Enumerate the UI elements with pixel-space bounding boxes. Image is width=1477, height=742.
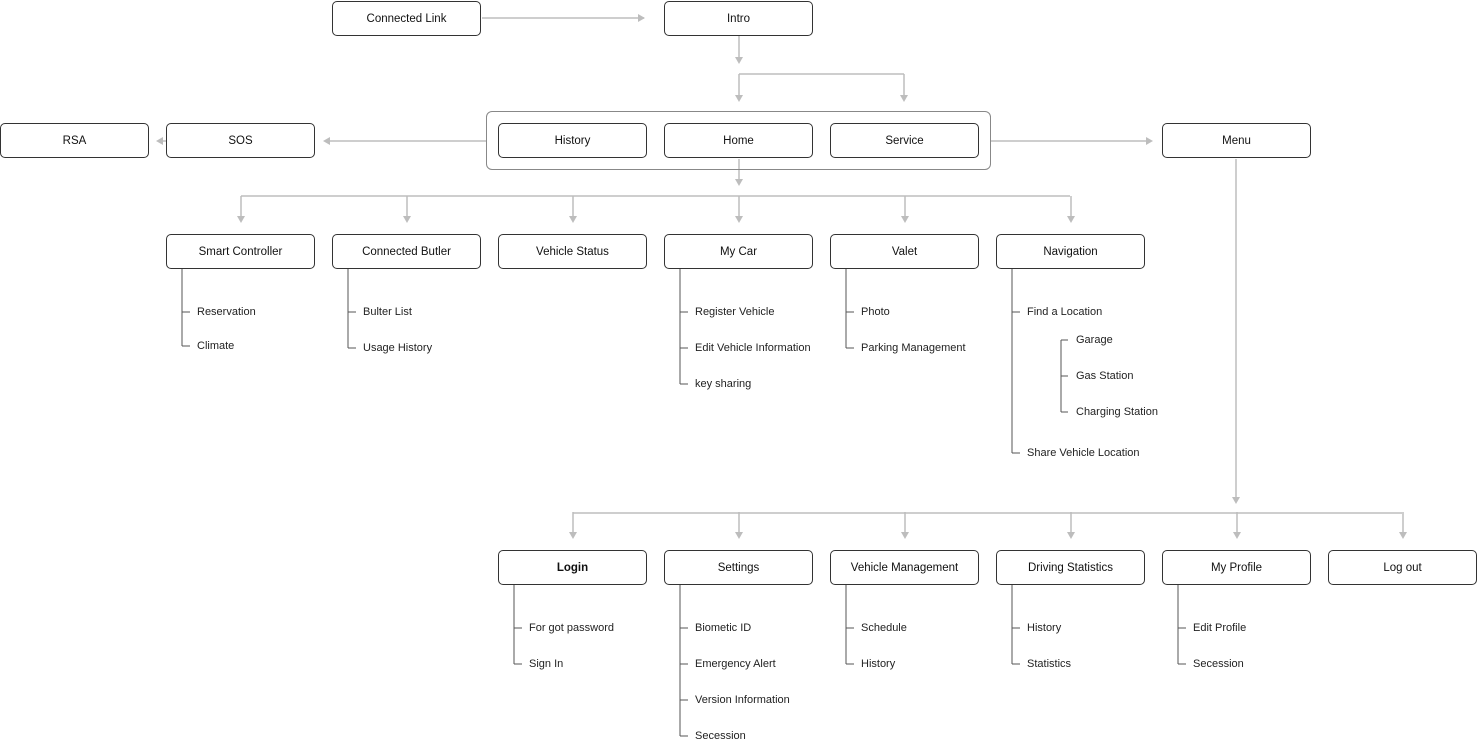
- arrow-head-icon: [735, 95, 743, 102]
- home-child-vehicle-status[interactable]: Vehicle Status: [498, 234, 647, 269]
- arrow-head-icon: [323, 137, 330, 145]
- sitemap-item[interactable]: History: [861, 658, 896, 670]
- arrow-head-icon: [1232, 497, 1240, 504]
- home-child-navigation[interactable]: Navigation: [996, 234, 1145, 269]
- sitemap-item[interactable]: Schedule: [861, 622, 907, 634]
- arrow-head-icon: [1233, 532, 1241, 539]
- sitemap-item[interactable]: Climate: [197, 340, 235, 352]
- connected-link-node[interactable]: Connected Link: [332, 1, 481, 36]
- arrow-head-icon: [901, 216, 909, 223]
- arrow-head-icon: [1399, 532, 1407, 539]
- sitemap-item[interactable]: Find a Location: [1027, 306, 1103, 318]
- menu-child-my-profile[interactable]: My Profile: [1162, 550, 1311, 585]
- intro-node[interactable]: Intro: [664, 1, 813, 36]
- sitemap-item[interactable]: key sharing: [695, 378, 752, 390]
- arrow-head-icon: [900, 95, 908, 102]
- sitemap-item[interactable]: Secession: [695, 730, 746, 742]
- sitemap-item[interactable]: Share Vehicle Location: [1027, 447, 1140, 459]
- arrow-head-icon: [156, 137, 163, 145]
- history-node[interactable]: History: [498, 123, 647, 158]
- menu-child-vehicle-management[interactable]: Vehicle Management: [830, 550, 979, 585]
- sitemap-item[interactable]: For got password: [529, 622, 614, 634]
- arrow-head-icon: [403, 216, 411, 223]
- arrow-head-icon: [735, 57, 743, 64]
- service-node[interactable]: Service: [830, 123, 979, 158]
- sitemap-item[interactable]: Statistics: [1027, 658, 1072, 670]
- arrow-head-icon: [237, 216, 245, 223]
- sitemap-item[interactable]: Reservation: [197, 306, 256, 318]
- arrow-head-icon: [735, 532, 743, 539]
- menu-child-login[interactable]: Login: [498, 550, 647, 585]
- sitemap-item[interactable]: Photo: [861, 306, 890, 318]
- sitemap-item[interactable]: Biometic ID: [695, 622, 752, 634]
- menu-child-log-out[interactable]: Log out: [1328, 550, 1477, 585]
- sitemap-item[interactable]: Gas Station: [1076, 370, 1134, 382]
- sos-node[interactable]: SOS: [166, 123, 315, 158]
- home-child-my-car[interactable]: My Car: [664, 234, 813, 269]
- rsa-node[interactable]: RSA: [0, 123, 149, 158]
- menu-node[interactable]: Menu: [1162, 123, 1311, 158]
- sitemap-item[interactable]: Register Vehicle: [695, 306, 775, 318]
- home-child-smart-controller[interactable]: Smart Controller: [166, 234, 315, 269]
- sitemap-item[interactable]: Edit Profile: [1193, 622, 1247, 634]
- sitemap-item[interactable]: Version Information: [695, 694, 790, 706]
- arrow-head-icon: [569, 216, 577, 223]
- arrow-head-icon: [1067, 532, 1075, 539]
- menu-child-driving-statistics[interactable]: Driving Statistics: [996, 550, 1145, 585]
- arrow-head-icon: [638, 14, 645, 22]
- home-child-connected-butler[interactable]: Connected Butler: [332, 234, 481, 269]
- sitemap-item[interactable]: Usage History: [363, 342, 433, 354]
- arrow-head-icon: [569, 532, 577, 539]
- menu-child-settings[interactable]: Settings: [664, 550, 813, 585]
- arrow-head-icon: [901, 532, 909, 539]
- sitemap-item[interactable]: Bulter List: [363, 306, 412, 318]
- sitemap-item[interactable]: Emergency Alert: [695, 658, 776, 670]
- arrow-head-icon: [735, 179, 743, 186]
- arrow-head-icon: [1146, 137, 1153, 145]
- sitemap-item[interactable]: Parking Management: [861, 342, 966, 354]
- main-tab-group: [486, 111, 991, 170]
- sitemap-item[interactable]: Charging Station: [1076, 406, 1158, 418]
- home-child-valet[interactable]: Valet: [830, 234, 979, 269]
- sitemap-item[interactable]: Sign In: [529, 658, 564, 670]
- home-node[interactable]: Home: [664, 123, 813, 158]
- sitemap-item[interactable]: History: [1027, 622, 1062, 634]
- sitemap-item[interactable]: Edit Vehicle Information: [695, 342, 811, 354]
- sitemap-item[interactable]: Garage: [1076, 334, 1113, 346]
- arrow-head-icon: [735, 216, 743, 223]
- arrow-head-icon: [1067, 216, 1075, 223]
- sitemap-item[interactable]: Secession: [1193, 658, 1244, 670]
